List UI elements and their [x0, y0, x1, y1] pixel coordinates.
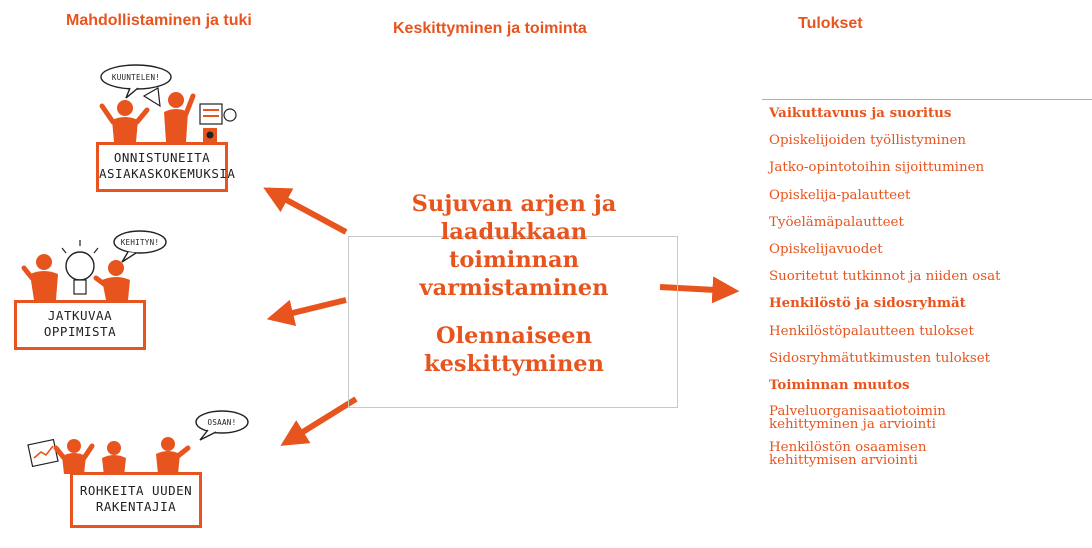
results-list: Vaikuttavuus ja suoritus Opiskelijoiden … [762, 99, 1092, 477]
sign-line-1: ONNISTUNEITA [113, 150, 211, 165]
center-statement: Sujuvan arjen ja laadukkaan toiminnan va… [350, 190, 678, 378]
tile-continuous-learning: KEHITYN! JATKUVAA OPPIMISTA [8, 226, 258, 366]
header-enablement: Mahdollistaminen ja tuki [66, 12, 252, 29]
arrow-to-results [659, 276, 740, 304]
results-item: Henkilöstön osaamisen kehittymisen arvio… [762, 441, 1092, 467]
header-focus: Keskittyminen ja toiminta [393, 20, 587, 37]
arrow-to-continuous-learning [266, 297, 347, 327]
bubble-label: KUUNTELEN! [112, 73, 160, 82]
learning-people-illustration: KEHITYN! [21, 230, 167, 300]
sign-line-1: ROHKEITA UUDEN [79, 483, 193, 498]
tile-customer-experiences: KUUNTELEN! ONNISTUNEITA ASIAKASKOKEMUKSI… [80, 58, 330, 198]
sign-builders: ROHKEITA UUDEN RAKENTAJIA [70, 472, 202, 528]
sign-continuous-learning: JATKUVAA OPPIMISTA [14, 300, 146, 350]
header-results: Tulokset [798, 15, 863, 32]
bubble-label: OSAAN! [208, 418, 237, 427]
results-item: Palveluorganisaatiotoimin kehittyminen j… [762, 405, 1092, 431]
results-item-line: kehittymisen arviointi [769, 453, 918, 469]
results-heading: Henkilöstö ja sidosryhmät [769, 295, 966, 312]
center-line-2: laadukkaan [440, 219, 588, 245]
results-item: Opiskelijoiden työllistyminen [769, 133, 967, 149]
arrow-to-builders [280, 396, 358, 446]
results-item-line: Henkilöstön osaamisen [769, 440, 927, 456]
sign-customer-experiences: ONNISTUNEITA ASIAKASKOKEMUKSIA [96, 142, 236, 192]
listening-people-illustration: KUUNTELEN! [99, 64, 237, 142]
cheering-people-illustration: OSAAN! [27, 410, 249, 476]
results-item-line: Palveluorganisaatiotoimin [769, 404, 946, 420]
results-item: Opiskelija-palautteet [769, 187, 911, 203]
center-frame [348, 236, 678, 408]
center-line-5: Olennaiseen [436, 323, 592, 349]
results-item: Jatko-opintotoihin sijoittuminen [769, 160, 985, 176]
arrows-layer [263, 187, 740, 446]
results-item: Sidosryhmätutkimusten tulokset [769, 350, 991, 366]
sign-line-2: OPPIMISTA [43, 324, 117, 339]
results-heading: Vaikuttavuus ja suoritus [769, 105, 952, 121]
results-heading: Toiminnan muutos [769, 376, 910, 393]
sign-line-1: JATKUVAA [47, 308, 113, 323]
results-item: Työelämäpalautteet [769, 214, 904, 230]
arrow-to-customer-experiences [263, 187, 348, 235]
sign-line-2: RAKENTAJIA [95, 499, 177, 514]
results-item: Opiskelijavuodet [769, 241, 883, 257]
center-line-4: varmistaminen [419, 275, 609, 301]
results-item: Suoritetut tutkinnot ja niiden osat [769, 269, 1001, 285]
center-line-3: toiminnan [449, 247, 579, 273]
center-line-1: Sujuvan arjen ja [411, 191, 617, 217]
center-line-6: keskittyminen [424, 351, 604, 377]
results-item-line: kehittyminen ja arviointi [769, 417, 936, 433]
tile-builders: OSAAN! ROHKEITA UUDEN RAKENTAJIA [22, 408, 272, 548]
bubble-label: KEHITYN! [121, 238, 160, 247]
results-item: Henkilöstöpalautteen tulokset [769, 323, 974, 339]
sign-line-2: ASIAKASKOKEMUKSIA [99, 166, 236, 181]
